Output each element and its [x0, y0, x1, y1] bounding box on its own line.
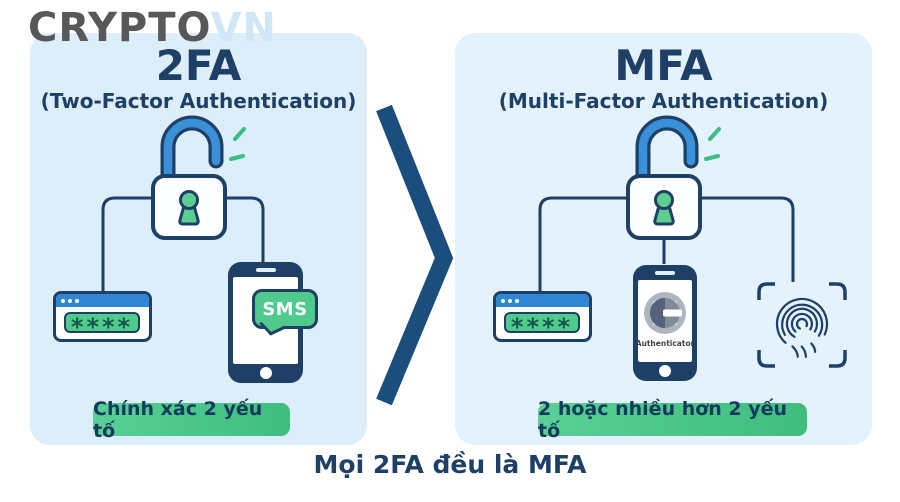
password-field: **** [504, 312, 580, 339]
window-dot [501, 298, 505, 303]
crypto-vn-logo: CRYPTOVN [28, 8, 277, 48]
window-titlebar [496, 294, 589, 307]
phone-home-button [659, 365, 671, 377]
window-dot [508, 298, 512, 303]
unlocked-padlock-icon [538, 115, 795, 291]
smartphone-icon: Authenticator [633, 265, 697, 381]
phone-home-button [259, 367, 272, 379]
password-masked-value: **** [70, 313, 134, 341]
panel-2fa-title: 2FA [155, 41, 242, 90]
badge-mfa: 2 hoặc nhiều hơn 2 yếu tố [538, 398, 807, 442]
password-masked-value: **** [510, 313, 574, 341]
sms-label: SMS [262, 298, 308, 320]
panel-mfa-title: MFA [614, 41, 713, 90]
unlocked-padlock-icon [101, 115, 265, 291]
phone-speaker [655, 271, 675, 275]
window-dot [68, 298, 72, 303]
password-window-icon: **** [53, 291, 152, 342]
fingerprint-scan-icon [757, 282, 847, 368]
authenticator-app-icon [644, 292, 686, 334]
panel-mfa-subtitle: (Multi-Factor Authentication) [498, 89, 829, 113]
window-titlebar [56, 294, 149, 307]
bottom-caption: Mọi 2FA đều là MFA [313, 450, 587, 479]
password-window-icon: **** [493, 291, 592, 342]
window-dot [515, 298, 519, 303]
panel-2fa-subtitle: (Two-Factor Authentication) [40, 89, 357, 113]
authenticator-label: Authenticator [635, 339, 695, 348]
badge-2fa: Chính xác 2 yếu tố [93, 398, 290, 442]
window-dot [75, 298, 79, 303]
panel-mfa: MFA (Multi-Factor Authentication) [455, 33, 872, 445]
sms-bubble-icon: SMS [252, 289, 318, 336]
logo-text-vn: VN [210, 5, 277, 51]
password-field: **** [64, 312, 140, 339]
greater-than-icon [376, 104, 454, 406]
panel-2fa: 2FA (Two-Factor Authentication) [30, 33, 367, 445]
window-dot [61, 298, 65, 303]
phone-speaker [255, 268, 276, 272]
logo-text-crypto: CRYPTO [28, 5, 211, 51]
